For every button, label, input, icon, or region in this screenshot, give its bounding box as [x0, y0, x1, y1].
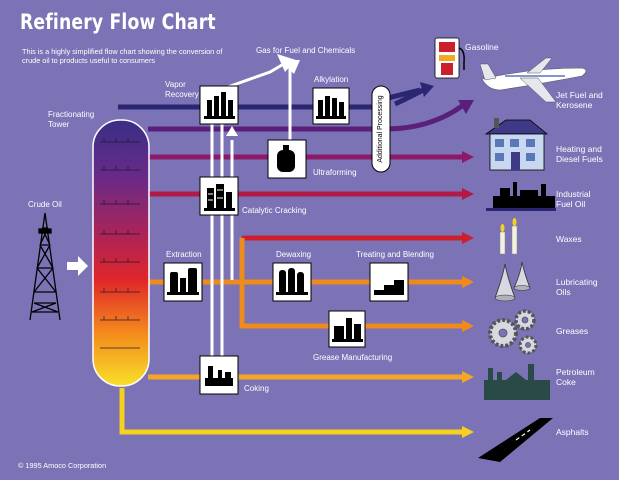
flow-line-amber — [148, 371, 474, 383]
grease-manufacturing-box — [328, 310, 366, 348]
vapor-recovery-box — [199, 85, 239, 125]
product-label-lubricating-oils: Lubricating Oils — [556, 277, 598, 297]
additional-processing-pill — [371, 85, 391, 173]
crude-inflow-arrow — [67, 256, 88, 276]
label-vapor-recovery: Vapor Recovery — [165, 80, 199, 99]
label-alkylation: Alkylation — [314, 75, 349, 84]
chart-title: Refinery Flow Chart — [20, 10, 216, 34]
label-coking: Coking — [244, 384, 269, 393]
product-label-waxes: Waxes — [556, 234, 582, 244]
house-icon — [484, 118, 549, 171]
label-dewaxing: Dewaxing — [276, 250, 312, 259]
candles-icon — [499, 218, 518, 255]
product-label-asphalts: Asphalts — [556, 427, 589, 437]
flow-line-yellow — [119, 388, 474, 438]
extraction-box — [163, 262, 203, 302]
product-label-petroleum-coke: Petroleum Coke — [556, 367, 595, 387]
road-icon — [478, 418, 553, 462]
label-additional-processing: Additional Processing — [377, 95, 384, 163]
airplane-icon — [479, 57, 587, 103]
label-extraction: Extraction — [166, 250, 202, 259]
dewaxing-box — [272, 262, 312, 302]
flow-line-red — [242, 232, 474, 244]
coke-plant-icon — [484, 364, 550, 400]
flow-line-purple — [148, 100, 474, 132]
label-grease-manufacturing: Grease Manufacturing — [313, 353, 393, 362]
catalytic-cracking-box — [199, 176, 239, 216]
gas-pump-icon — [434, 37, 465, 79]
treating-blending-box — [369, 262, 409, 302]
product-label-gasoline: Gasoline — [465, 42, 499, 52]
alkylation-box — [312, 87, 350, 125]
factory-icon — [486, 182, 556, 211]
label-treating-blending: Treating and Blending — [356, 250, 434, 259]
product-label-heating-diesel: Heating and Diesel Fuels — [556, 144, 603, 164]
label-gas-for-fuel: Gas for Fuel and Chemicals — [256, 46, 356, 55]
gears-icon — [488, 309, 538, 355]
product-label-jet-fuel: Jet Fuel and Kerosene — [556, 90, 603, 110]
label-crude-oil: Crude Oil — [28, 200, 62, 209]
flow-line-crimson — [148, 188, 474, 200]
oil-can-icon — [494, 261, 531, 302]
oil-derrick-icon — [29, 212, 61, 321]
copyright-footer: © 1995 Amoco Corporation — [18, 461, 107, 470]
product-label-industrial-fuel: Industrial Fuel Oil — [556, 189, 591, 209]
label-ultraforming: Ultraforming — [313, 168, 357, 177]
chart-subtitle: This is a highly simplified flow chart s… — [22, 47, 223, 65]
coking-box — [199, 355, 239, 395]
label-fractionating-tower: Fractionating Tower — [48, 110, 95, 129]
fractionating-tower — [92, 119, 150, 387]
ultraforming-box — [267, 139, 307, 179]
label-catalytic-cracking: Catalytic Cracking — [242, 206, 307, 215]
product-label-greases: Greases — [556, 326, 589, 336]
flow-line-magenta — [148, 151, 474, 163]
